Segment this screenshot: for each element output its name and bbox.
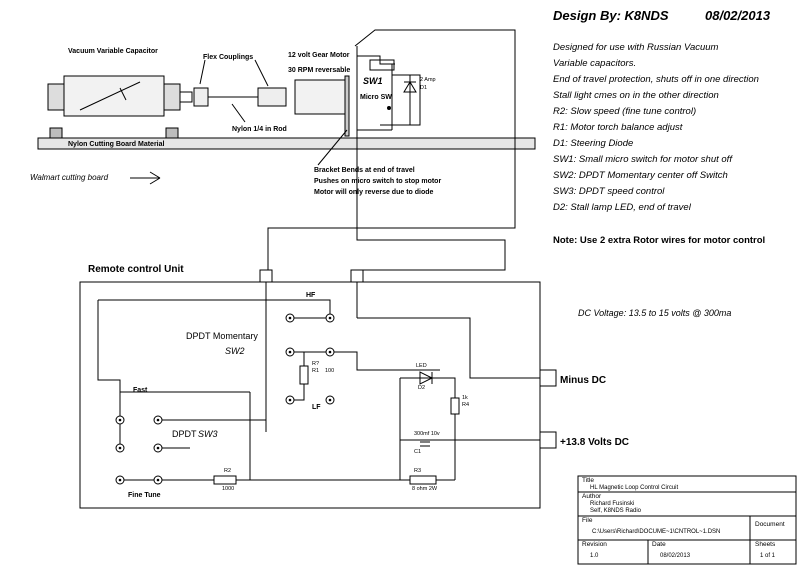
label-dc-voltage: DC Voltage: 13.5 to 15 volts @ 300ma — [578, 308, 732, 318]
label-led: LED — [416, 363, 427, 369]
label-lf: LF — [312, 404, 321, 411]
cutting-board — [37, 137, 536, 150]
note-11: D2: Stall lamp LED, end of travel — [553, 202, 691, 213]
label-r1a: R? — [312, 361, 320, 367]
tb-revision: 1.0 — [590, 553, 599, 559]
d2-led-symbol — [419, 371, 434, 385]
label-nylon-rod: Nylon 1/4 in Rod — [232, 126, 287, 133]
label-hf: HF — [306, 292, 316, 299]
plus-dc-terminal — [539, 431, 557, 449]
tb-title-label: Title — [582, 477, 595, 484]
tb-title: HL Magnetic Loop Control Circuit — [590, 485, 679, 491]
tb-author: Richard Fusinski — [590, 501, 635, 507]
label-minus-dc: Minus DC — [560, 375, 607, 386]
label-c1: C1 — [414, 449, 422, 455]
tb-sheets: 1 of 1 — [760, 553, 776, 559]
label-bracket-3: Motor will only reverse due to diode — [314, 189, 434, 196]
label-r1-val: 100 — [325, 368, 335, 374]
flex-coupling-1 — [193, 87, 209, 107]
tb-date: 08/02/2013 — [660, 553, 691, 559]
label-r3-val: 8 ohm 2W — [412, 486, 438, 492]
label-2amp: 2 Amp — [420, 77, 436, 83]
label-sw1: SW1 — [363, 76, 383, 86]
tb-revision-label: Revision — [582, 541, 607, 548]
label-gear-motor: 12 volt Gear Motor — [288, 52, 350, 59]
tb-author-label: Author — [582, 493, 602, 500]
r4-resistor — [450, 397, 460, 415]
label-rpm: 30 RPM reversable — [288, 67, 351, 74]
note-7: D1: Steering Diode — [553, 138, 634, 149]
note-9: SW2: DPDT Momentary center off Switch — [553, 170, 728, 181]
label-micro-sw: Micro SW — [360, 94, 392, 101]
cap-end-right — [163, 83, 181, 111]
label-vacuum-cap: Vacuum Variable Capacitor — [68, 48, 158, 55]
label-d1: D1 — [420, 85, 428, 91]
label-fine-tune: Fine Tune — [128, 492, 161, 499]
label-flex: Flex Couplings — [203, 54, 254, 61]
vacuum-capacitor-body — [63, 75, 165, 117]
label-sw3: SW3 — [198, 429, 218, 439]
label-bracket-2: Pushes on micro switch to stop motor — [314, 178, 442, 185]
label-sw2: SW2 — [225, 346, 245, 356]
label-dpdt-momentary: DPDT Momentary — [186, 331, 258, 341]
note-3: End of travel protection, shuts off in o… — [553, 74, 759, 85]
design-by: Design By: K8NDS — [553, 8, 669, 23]
note-rotor: Note: Use 2 extra Rotor wires for motor … — [553, 235, 766, 246]
tb-author2: Self, K8NDS Radio — [590, 508, 642, 514]
minus-dc-terminal — [539, 369, 557, 387]
label-rk: 1k — [462, 395, 468, 401]
note-6: R1: Motor torch balance adjust — [553, 122, 683, 133]
title-block — [577, 475, 797, 565]
label-plus-dc: +13.8 Volts DC — [560, 437, 630, 448]
r3-resistor — [409, 475, 437, 485]
label-r3: R3 — [414, 468, 422, 474]
mount-right — [165, 127, 179, 139]
tb-file: C:\Users\Richard\DOCUME~1\CNTROL~1.DSN — [592, 529, 721, 535]
gear-motor — [294, 79, 346, 115]
label-cutting-board: Nylon Cutting Board Material — [68, 141, 165, 148]
note-8: SW1: Small micro switch for motor shut o… — [553, 154, 732, 165]
cable-connector-1 — [259, 269, 273, 283]
remote-unit-box — [79, 281, 541, 509]
label-fast: Fast — [133, 387, 148, 394]
label-r2: R2 — [224, 468, 232, 474]
header-date: 08/02/2013 — [705, 8, 771, 23]
note-10: SW3: DPDT speed control — [553, 186, 665, 197]
tb-file-label: File — [582, 517, 593, 524]
label-d2: D2 — [418, 385, 426, 391]
r2-resistor — [213, 475, 237, 485]
note-5: R2: Slow speed (fine tune control) — [553, 106, 697, 117]
tb-date-label: Date — [652, 541, 666, 548]
label-cap-val: 300mf 10v — [414, 431, 440, 437]
flex-coupling-2 — [257, 87, 287, 107]
label-walmart: Walmart cutting board — [30, 173, 109, 182]
motor-bracket — [344, 75, 350, 137]
mount-left — [49, 127, 63, 139]
label-dpdt: DPDT — [172, 429, 197, 439]
cap-end-left — [47, 83, 65, 111]
tb-document-label: Document — [755, 521, 785, 528]
label-bracket-1: Bracket Bends at end of travel — [314, 167, 415, 174]
remote-unit-title: Remote control Unit — [88, 264, 184, 275]
tb-sheets-label: Sheets — [755, 541, 776, 548]
note-2: Variable capacitors. — [553, 58, 637, 69]
note-1: Designed for use with Russian Vacuum — [553, 42, 719, 53]
cable-connector-2 — [350, 269, 364, 283]
label-r4: R4 — [462, 402, 470, 408]
r1-resistor — [299, 365, 309, 385]
label-r1b: R1 — [312, 368, 320, 374]
note-4: Stall light cmes on in the other directi… — [553, 90, 719, 101]
label-r2-val: 1000 — [222, 486, 235, 492]
shaft-coupling-1 — [179, 91, 193, 103]
